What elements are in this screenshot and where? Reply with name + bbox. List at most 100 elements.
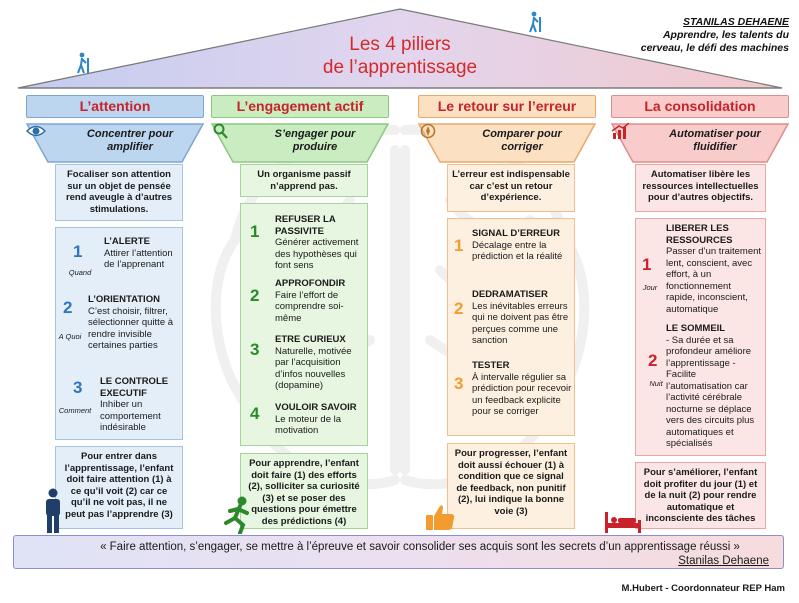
pillar-items: 1 Quand L’ALERTE Attirer l’attention de … — [55, 227, 183, 440]
item-number: 2 — [250, 286, 260, 305]
list-item: 2 DEDRAMATISER Les inévitables erreurs q… — [448, 289, 573, 351]
list-item: 1 Jour LIBERER LES RESSOURCES Passer d’u… — [636, 223, 764, 319]
list-item: 3 TESTER À intervalle régulier sa prédic… — [448, 360, 573, 432]
item-title: LIBERER LES RESSOURCES — [666, 223, 733, 246]
item-number: 3 — [250, 340, 260, 359]
pillar-funnel: S’engager pour produire — [211, 123, 389, 163]
magnifier-icon — [213, 123, 228, 139]
funnel-label: Automatiser pour fluidifier — [669, 128, 761, 153]
item-sublabel: Quand — [68, 268, 92, 277]
roof-pediment — [17, 8, 783, 89]
item-text: Inhiber un comportement indésirable — [100, 399, 161, 433]
pillar-funnel: Comparer pour corriger — [418, 123, 596, 163]
item-sublabel: A Quoi — [58, 332, 82, 341]
pillar-header: L’engagement actif — [211, 95, 389, 118]
pillar-error-feedback: Le retour sur l’erreur Comparer pour cor… — [418, 95, 596, 163]
pillar-outro: Pour entrer dans l’apprentissage, l’enfa… — [55, 446, 183, 529]
pillar-header: La consolidation — [611, 95, 789, 118]
item-number: 3 — [73, 378, 83, 397]
list-item: 1 Quand L’ALERTE Attirer l’attention de … — [56, 236, 181, 286]
item-number: 1 — [642, 255, 652, 274]
item-text: Générer activement des hypothèses qui fo… — [275, 237, 359, 271]
page-title: Les 4 piliers de l’apprentissage — [260, 33, 540, 79]
author-name: STANILAS DEHAENE — [683, 16, 789, 28]
standing-person-icon — [46, 488, 60, 533]
item-title: REFUSER LA PASSIVITE — [275, 214, 336, 237]
book-title: Apprendre, les talents du cerveau, le dé… — [640, 29, 789, 54]
item-number: 4 — [250, 404, 260, 423]
item-sublabel: Comment — [58, 406, 92, 415]
list-item: 2 A Quoi L’ORIENTATION C’est choisir, fi… — [56, 294, 181, 364]
item-number: 3 — [454, 374, 464, 393]
pillar-intro: Un organisme passif n’apprend pas. — [240, 164, 368, 197]
funnel-label: S’engager pour produire — [274, 128, 356, 153]
pillar-funnel: Concentrer pour amplifier — [26, 123, 204, 163]
item-text: C’est choisir, filtrer, sélectionner qui… — [88, 305, 174, 352]
eye-icon — [26, 125, 46, 137]
item-title: SIGNAL D’ERREUR — [472, 228, 560, 239]
pillar-items: 1 Jour LIBERER LES RESSOURCES Passer d’u… — [635, 218, 766, 456]
running-person-icon — [224, 496, 249, 534]
item-title: ETRE CURIEUX — [275, 334, 346, 345]
quote-author: Stanilas Dehaene — [678, 555, 769, 567]
list-item: 4 VOULOIR SAVOIR Le moteur de la motivat… — [241, 402, 366, 442]
item-text: Les inévitables erreurs qui ne doivent p… — [472, 300, 569, 347]
pillar-outro: Pour progresser, l’enfant doit aussi éch… — [447, 443, 575, 529]
item-title: LE SOMMEIL — [666, 323, 726, 334]
pillar-header: Le retour sur l’erreur — [418, 95, 596, 118]
pillar-intro: Focaliser son attention sur un objet de … — [55, 164, 183, 221]
list-item: 2 APPROFONDIR Faire l’effort de comprend… — [241, 278, 366, 328]
pillar-engagement: L’engagement actif S’engager pour produi… — [211, 95, 389, 163]
pillar-consolidation: La consolidation Automatiser pour fluidi… — [611, 95, 789, 163]
pillar-items: 1 SIGNAL D’ERREUR Décalage entre la préd… — [447, 218, 575, 436]
item-title: LE CONTROLE EXECUTIF — [100, 376, 169, 399]
list-item: 2 Nuit LE SOMMEIL - Sa durée et sa profo… — [636, 323, 764, 451]
thumbs-up-icon — [426, 505, 455, 530]
pillar-intro: L’erreur est indispensable car c’est un … — [447, 164, 575, 212]
item-number: 2 — [454, 299, 464, 318]
pillar-intro: Automatiser libère les ressources intell… — [635, 164, 766, 212]
item-text: - Sa durée et sa profondeur améliore l’a… — [666, 334, 755, 450]
list-item: 1 REFUSER LA PASSIVITE Générer activemen… — [241, 214, 366, 274]
compass-icon — [420, 123, 436, 139]
item-number: 1 — [454, 236, 464, 255]
item-text: Décalage entre la prédiction et la réali… — [472, 239, 563, 263]
chart-up-icon — [611, 123, 630, 139]
hiker-icon — [529, 11, 541, 33]
pillar-outro: Pour apprendre, l’enfant doit faire (1) … — [240, 453, 368, 529]
item-number: 1 — [73, 242, 83, 261]
funnel-label: Concentrer pour amplifier — [86, 128, 174, 153]
quote-text: « Faire attention, s’engager, se mettre … — [100, 541, 740, 553]
item-number: 2 — [63, 298, 73, 317]
item-number: 1 — [250, 222, 260, 241]
title-line-2: de l’apprentissage — [322, 57, 478, 78]
item-sublabel: Nuit — [649, 379, 663, 388]
item-text: Passer d’un traitement lent, conscient, … — [666, 246, 762, 315]
item-sublabel: Jour — [642, 283, 658, 292]
pillar-funnel: Automatiser pour fluidifier — [611, 123, 789, 163]
quote-banner: « Faire attention, s’engager, se mettre … — [13, 535, 784, 569]
footer-credit: M.Hubert - Coordonnateur REP Ham — [621, 583, 785, 594]
item-text: Attirer l’attention de l’apprenant — [104, 247, 173, 271]
hiker-icon — [77, 52, 89, 74]
bed-icon — [605, 512, 641, 533]
item-number: 2 — [648, 351, 658, 370]
pillar-items: 1 REFUSER LA PASSIVITE Générer activemen… — [240, 203, 368, 446]
item-text: À intervalle régulier sa prédiction pour… — [472, 371, 572, 418]
list-item: 1 SIGNAL D’ERREUR Décalage entre la préd… — [448, 228, 573, 283]
item-title: TESTER — [472, 360, 510, 371]
title-line-1: Les 4 piliers — [349, 34, 451, 55]
list-item: 3 Comment LE CONTROLE EXECUTIF Inhiber u… — [56, 376, 181, 436]
item-text: Le moteur de la motivation — [275, 413, 342, 437]
item-title: DEDRAMATISER — [472, 289, 548, 300]
item-text: Naturelle, motivée par l’acquisition d’i… — [275, 345, 352, 392]
item-text: Faire l’effort de comprendre soi-même — [275, 289, 344, 324]
item-title: VOULOIR SAVOIR — [275, 402, 357, 413]
pillar-attention: L’attention Concentrer pour amplifier — [26, 95, 204, 163]
list-item: 3 ETRE CURIEUX Naturelle, motivée par l’… — [241, 334, 366, 396]
funnel-label: Comparer pour corriger — [482, 128, 562, 153]
item-title: L’ALERTE — [104, 236, 150, 247]
pillar-outro: Pour s’améliorer, l’enfant doit profiter… — [635, 462, 766, 529]
item-title: APPROFONDIR — [275, 278, 346, 289]
author-credit: STANILAS DEHAENE Apprendre, les talents … — [619, 16, 789, 55]
